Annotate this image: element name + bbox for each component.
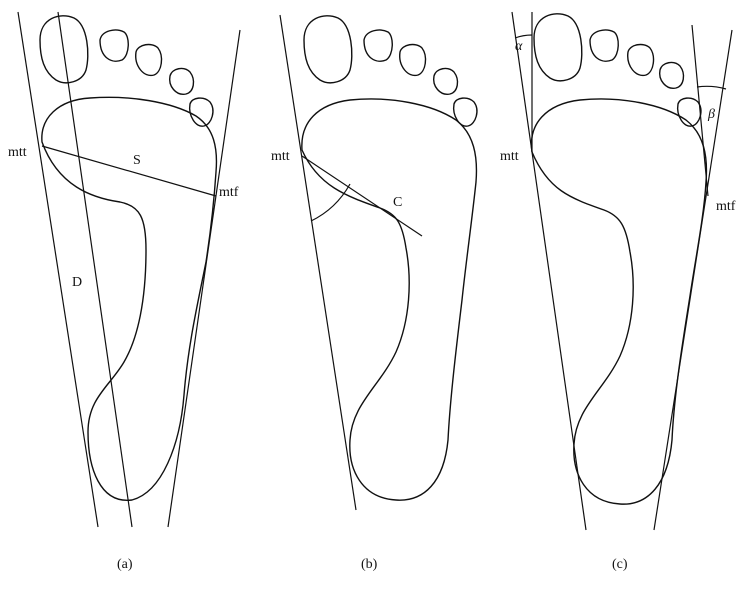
toe-5 [453, 97, 478, 127]
foot-outline [41, 96, 218, 501]
label-mtt: mtt [271, 149, 290, 164]
panel-c: α β mtt mtf (c) [500, 11, 736, 572]
toe-3 [399, 43, 427, 77]
toe-4 [433, 67, 459, 95]
toe-2 [99, 29, 129, 62]
arch-line-c [301, 155, 423, 237]
tangent-line-right [653, 29, 733, 531]
panel-b: mtt C (b) [271, 14, 478, 572]
toe-5 [189, 97, 214, 127]
toe-3 [135, 43, 163, 77]
toe-2 [589, 29, 619, 62]
caption-a: (a) [117, 557, 133, 572]
tangent-line [279, 14, 357, 511]
label-beta: β [707, 107, 715, 122]
tangent-line-left [17, 11, 99, 528]
tangent-line-left [511, 11, 587, 531]
label-mtf: mtf [716, 199, 736, 214]
toe-big [533, 13, 583, 82]
label-mtf: mtf [219, 185, 239, 200]
caption-b: (b) [361, 557, 378, 572]
width-line-s [41, 145, 217, 197]
toe-big [303, 15, 353, 84]
label-c: C [393, 195, 402, 210]
tangent-line-right [167, 29, 241, 528]
label-d: D [72, 275, 82, 290]
foot-outline [530, 98, 708, 505]
toe-2 [363, 29, 393, 62]
label-alpha: α [515, 39, 523, 54]
toe-4 [169, 67, 195, 95]
label-mtt: mtt [500, 149, 519, 164]
toe-3 [627, 43, 655, 77]
angle-arc-alpha [514, 34, 533, 39]
caption-c: (c) [612, 557, 628, 572]
axis-line-d [57, 11, 133, 528]
panel-a: mtt mtf S D (a) [8, 11, 241, 572]
foot-outline [301, 98, 478, 501]
vertical-ref-right [691, 24, 709, 197]
toe-big [39, 15, 89, 84]
angle-arc [310, 183, 351, 222]
label-mtt: mtt [8, 145, 27, 160]
angle-arc-beta [696, 85, 727, 90]
toe-4 [659, 61, 685, 89]
label-s: S [133, 153, 141, 168]
